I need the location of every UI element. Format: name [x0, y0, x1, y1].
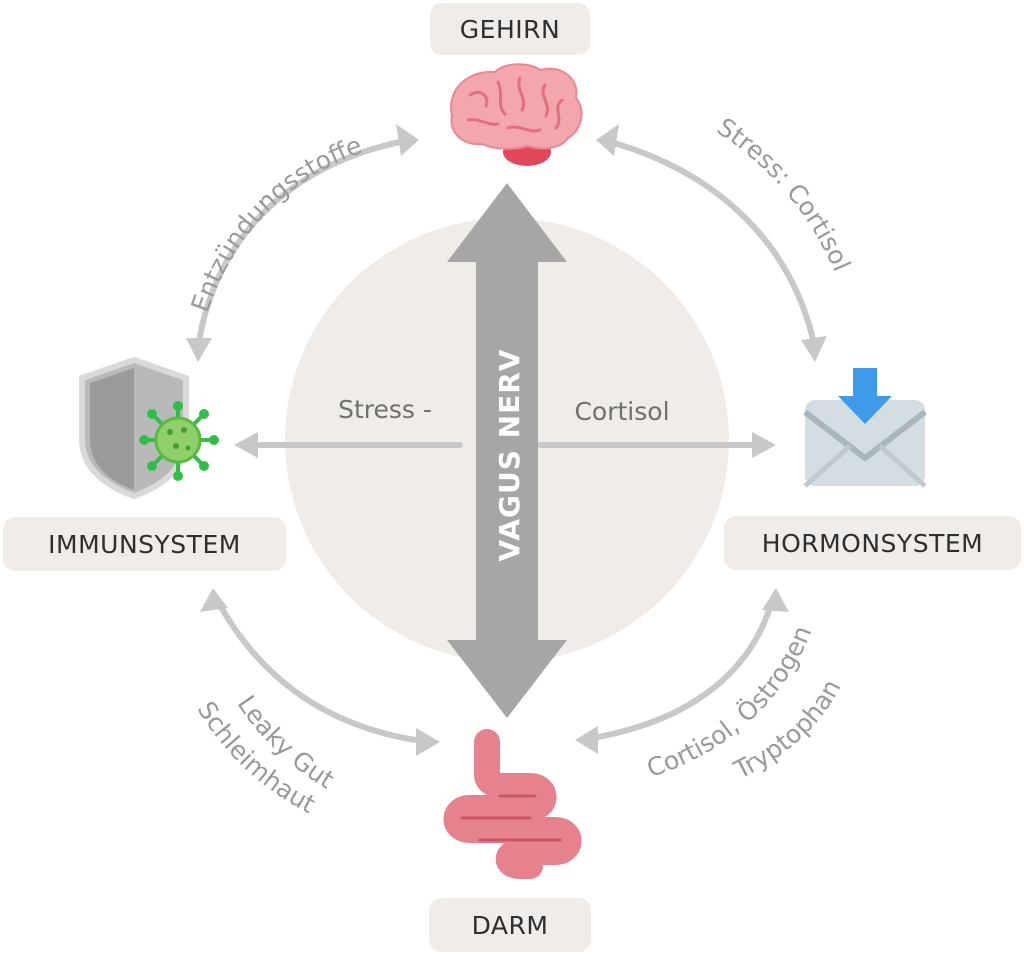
- arrow-heads: [186, 124, 827, 756]
- vagus-nerve-label: VAGUS NERV: [493, 349, 526, 562]
- mail-download-icon: [803, 368, 927, 488]
- intestine-icon: [443, 729, 582, 879]
- connector-arrows: [195, 137, 818, 745]
- shield-virus-icon: [79, 356, 219, 500]
- node-label-hormone: HORMONSYSTEM: [724, 516, 1021, 570]
- edge-label-brain-immune: Entzündungsstoffe: [185, 130, 365, 315]
- arrow-immune-gut: [213, 595, 433, 745]
- center-stress-label: Stress -: [338, 395, 432, 424]
- edge-label-brain-hormone: Stress: Cortisol: [712, 112, 856, 275]
- brain-icon: [450, 63, 583, 166]
- node-label-brain: GEHIRN: [430, 3, 590, 55]
- node-label-gut: DARM: [429, 898, 591, 952]
- vagus-nerve-arrow: [447, 183, 567, 718]
- node-label-immune: IMMUNSYSTEM: [3, 517, 286, 571]
- arrow-brain-immune: [195, 137, 413, 351]
- arrow-brain-hormone: [600, 137, 818, 351]
- arrow-hormone-gut: [578, 595, 776, 743]
- center-cortisol-label: Cortisol: [574, 397, 669, 426]
